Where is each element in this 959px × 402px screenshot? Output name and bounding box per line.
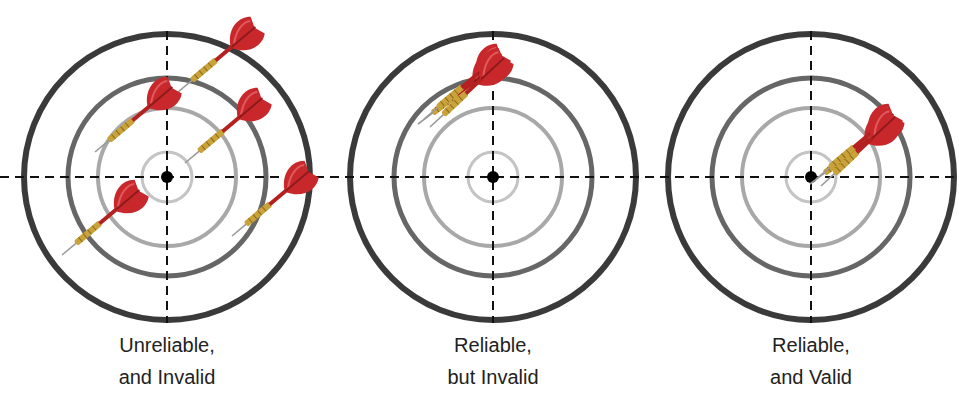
caption-label: Reliable, and Valid bbox=[759, 329, 863, 393]
dart bbox=[52, 176, 152, 267]
caption-label: Unreliable, and Invalid bbox=[115, 329, 219, 393]
bullseye-dot bbox=[805, 171, 817, 183]
caption-label: Reliable, but Invalid bbox=[441, 329, 545, 393]
bullseye-dot bbox=[161, 171, 173, 183]
dart bbox=[175, 84, 275, 175]
bullseye-dot bbox=[487, 171, 499, 183]
dart bbox=[810, 104, 907, 198]
dart bbox=[419, 45, 516, 139]
dart bbox=[222, 157, 322, 248]
dart bbox=[85, 73, 185, 164]
